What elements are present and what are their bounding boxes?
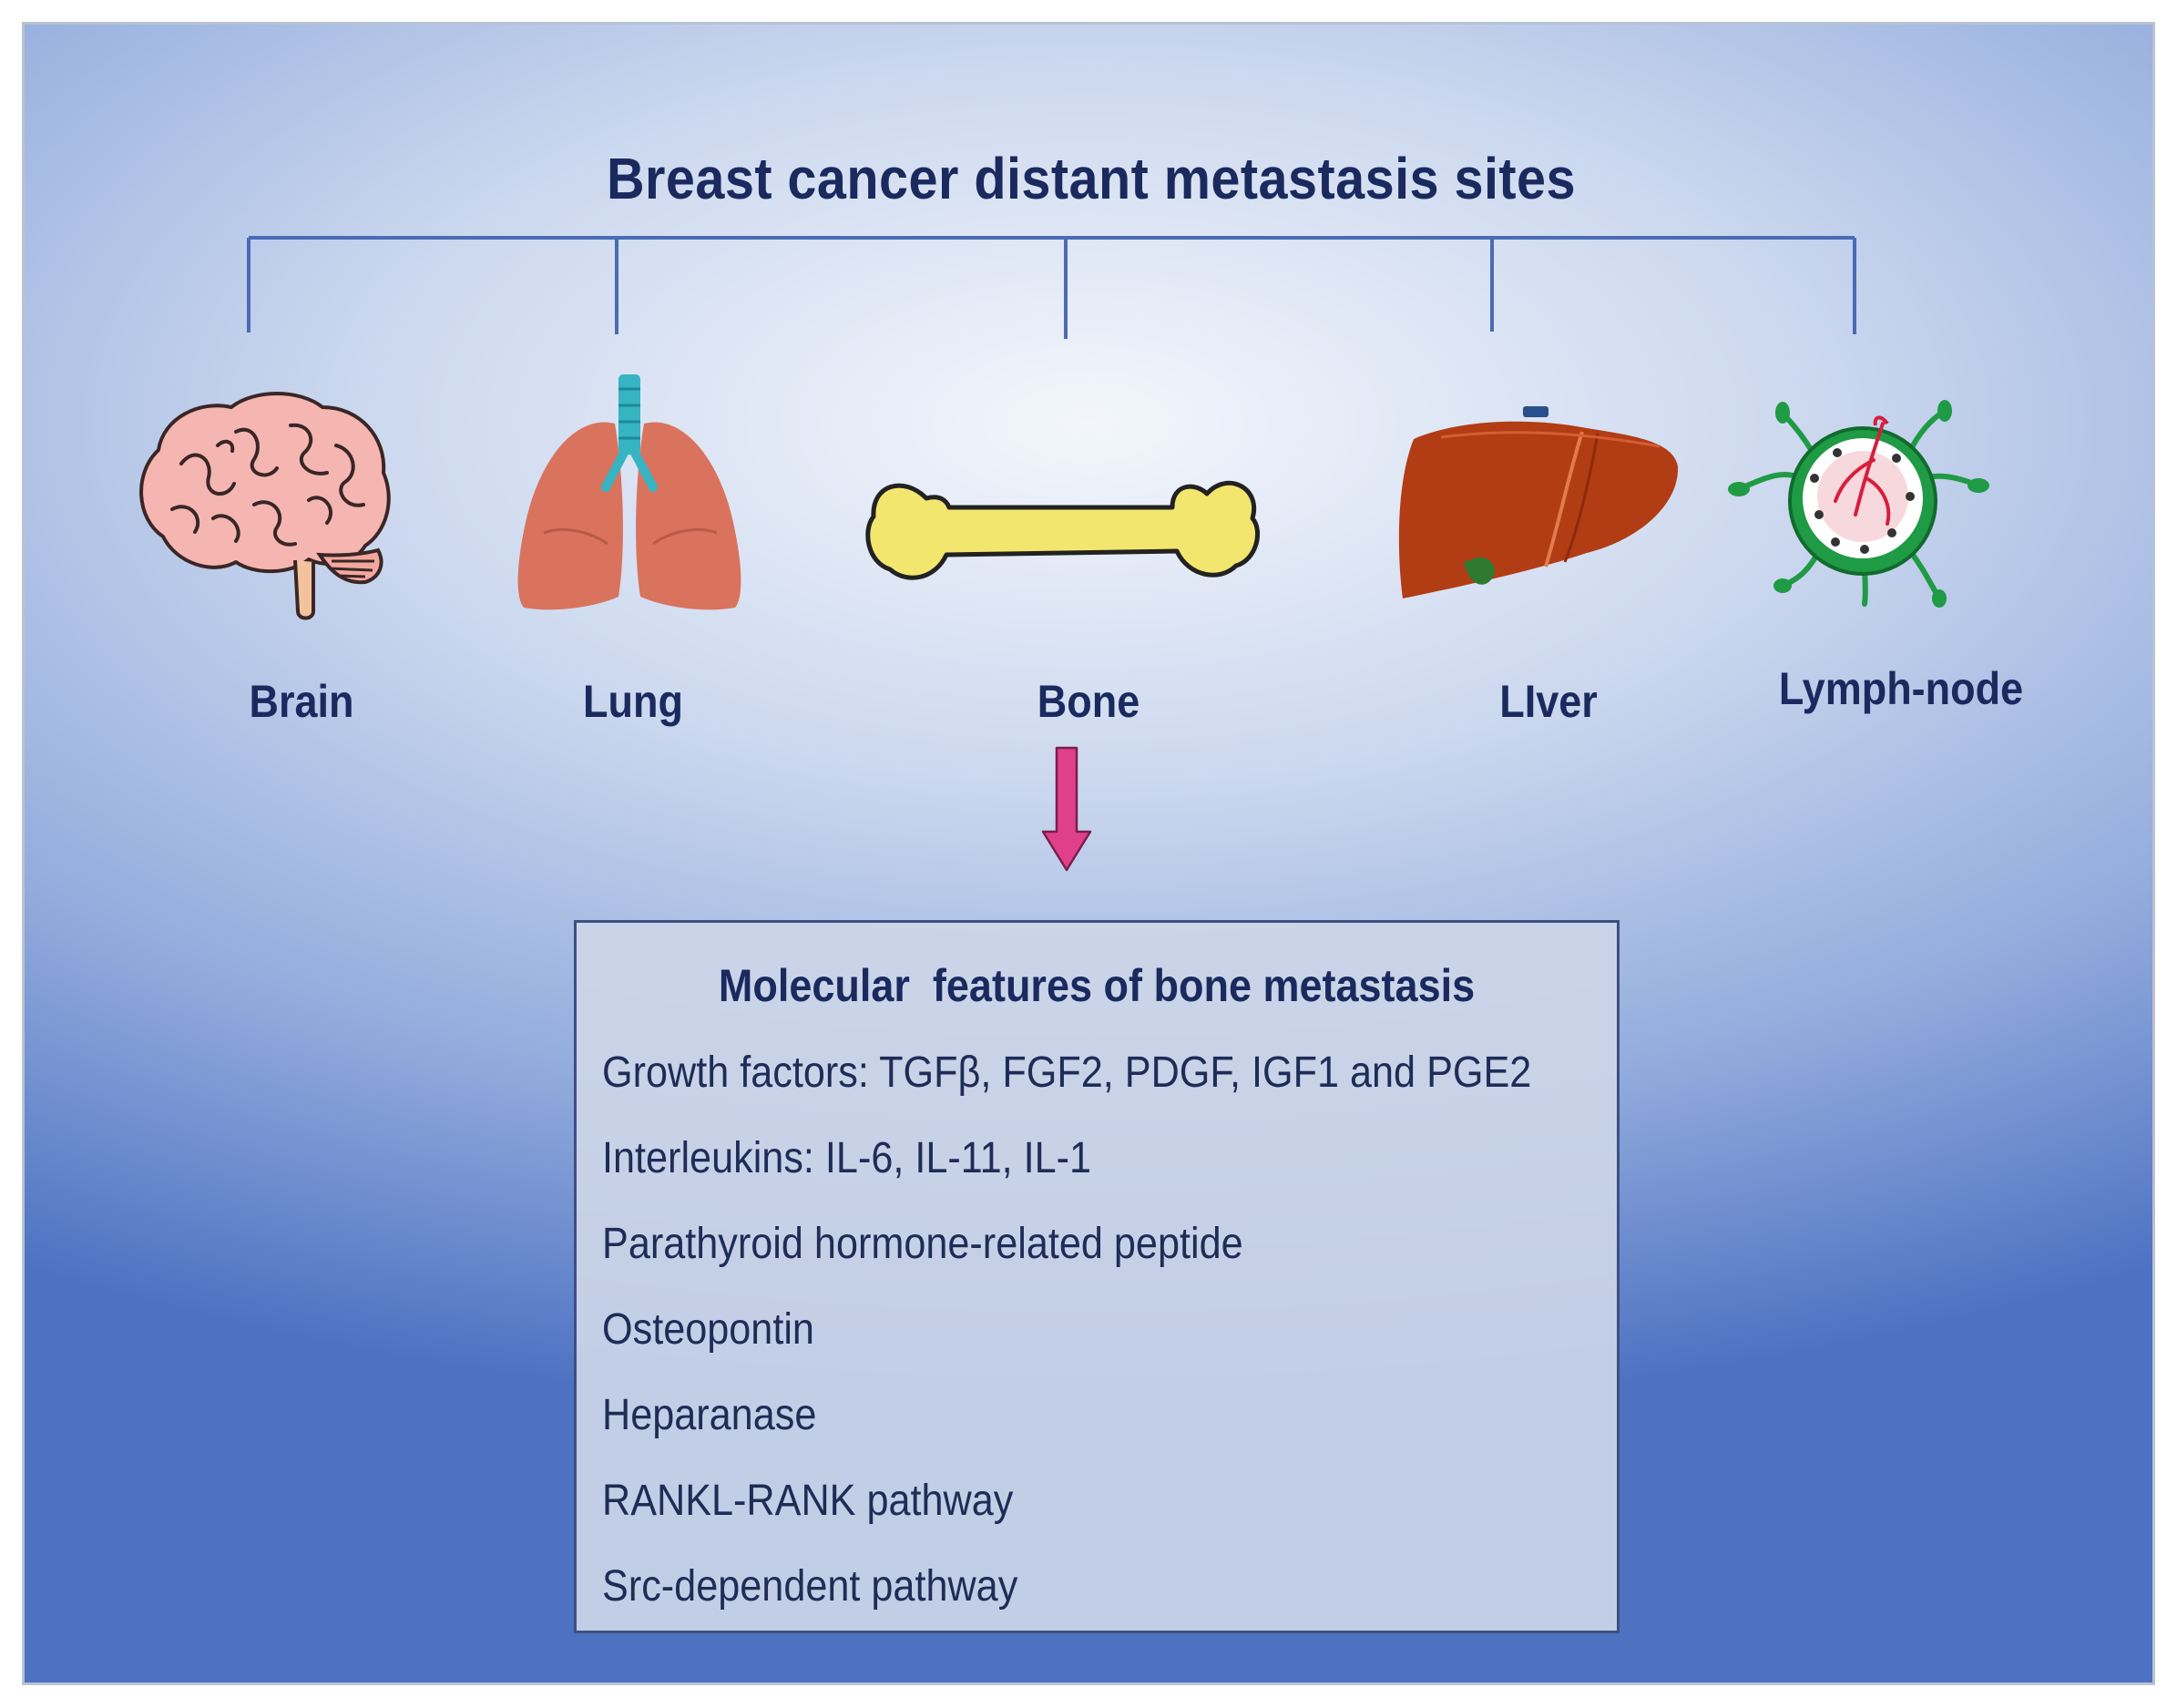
bone-icon [865, 480, 1261, 580]
site-label-bone: Bone [1037, 676, 1140, 727]
down-arrow-icon [1041, 746, 1092, 872]
feature-item-heparanase: Heparanase [602, 1391, 817, 1439]
diagram-panel: Breast cancer distant metastasis sites [22, 22, 2155, 1685]
site-label-lung: Lung [583, 676, 683, 727]
brain-icon [139, 392, 391, 620]
site-label-brain: Brain [249, 676, 354, 727]
lungs-icon [517, 374, 741, 610]
feature-list: Growth factors: TGFβ, FGF2, PDGF, IGF1 a… [602, 1030, 1635, 1630]
site-label-liver: LIver [1499, 676, 1598, 727]
feature-item-osteopontin: Osteopontin [602, 1305, 814, 1354]
feature-item-growth-factors: Growth factors: TGFβ, FGF2, PDGF, IGF1 a… [602, 1048, 1532, 1097]
lymph-node-icon [1728, 400, 1989, 608]
feature-item-rankl-rank: RANKL-RANK pathway [602, 1477, 1014, 1525]
feature-item-src-pathway: Src-dependent pathway [602, 1562, 1018, 1611]
feature-item-pthrp: Parathyroid hormone-related peptide [602, 1220, 1243, 1268]
feature-item-interleukins: Interleukins: IL-6, IL-11, IL-1 [602, 1134, 1092, 1182]
features-box-title: Molecular features of bone metastasis [718, 960, 1476, 1011]
liver-icon [1398, 406, 1679, 598]
bone-metastasis-features-box: Molecular features of bone metastasis Gr… [574, 920, 1620, 1633]
site-label-lymph-node: Lymph-node [1778, 663, 2024, 714]
connector-lines [247, 236, 1856, 339]
diagram-title: Breast cancer distant metastasis sites [606, 146, 1577, 211]
